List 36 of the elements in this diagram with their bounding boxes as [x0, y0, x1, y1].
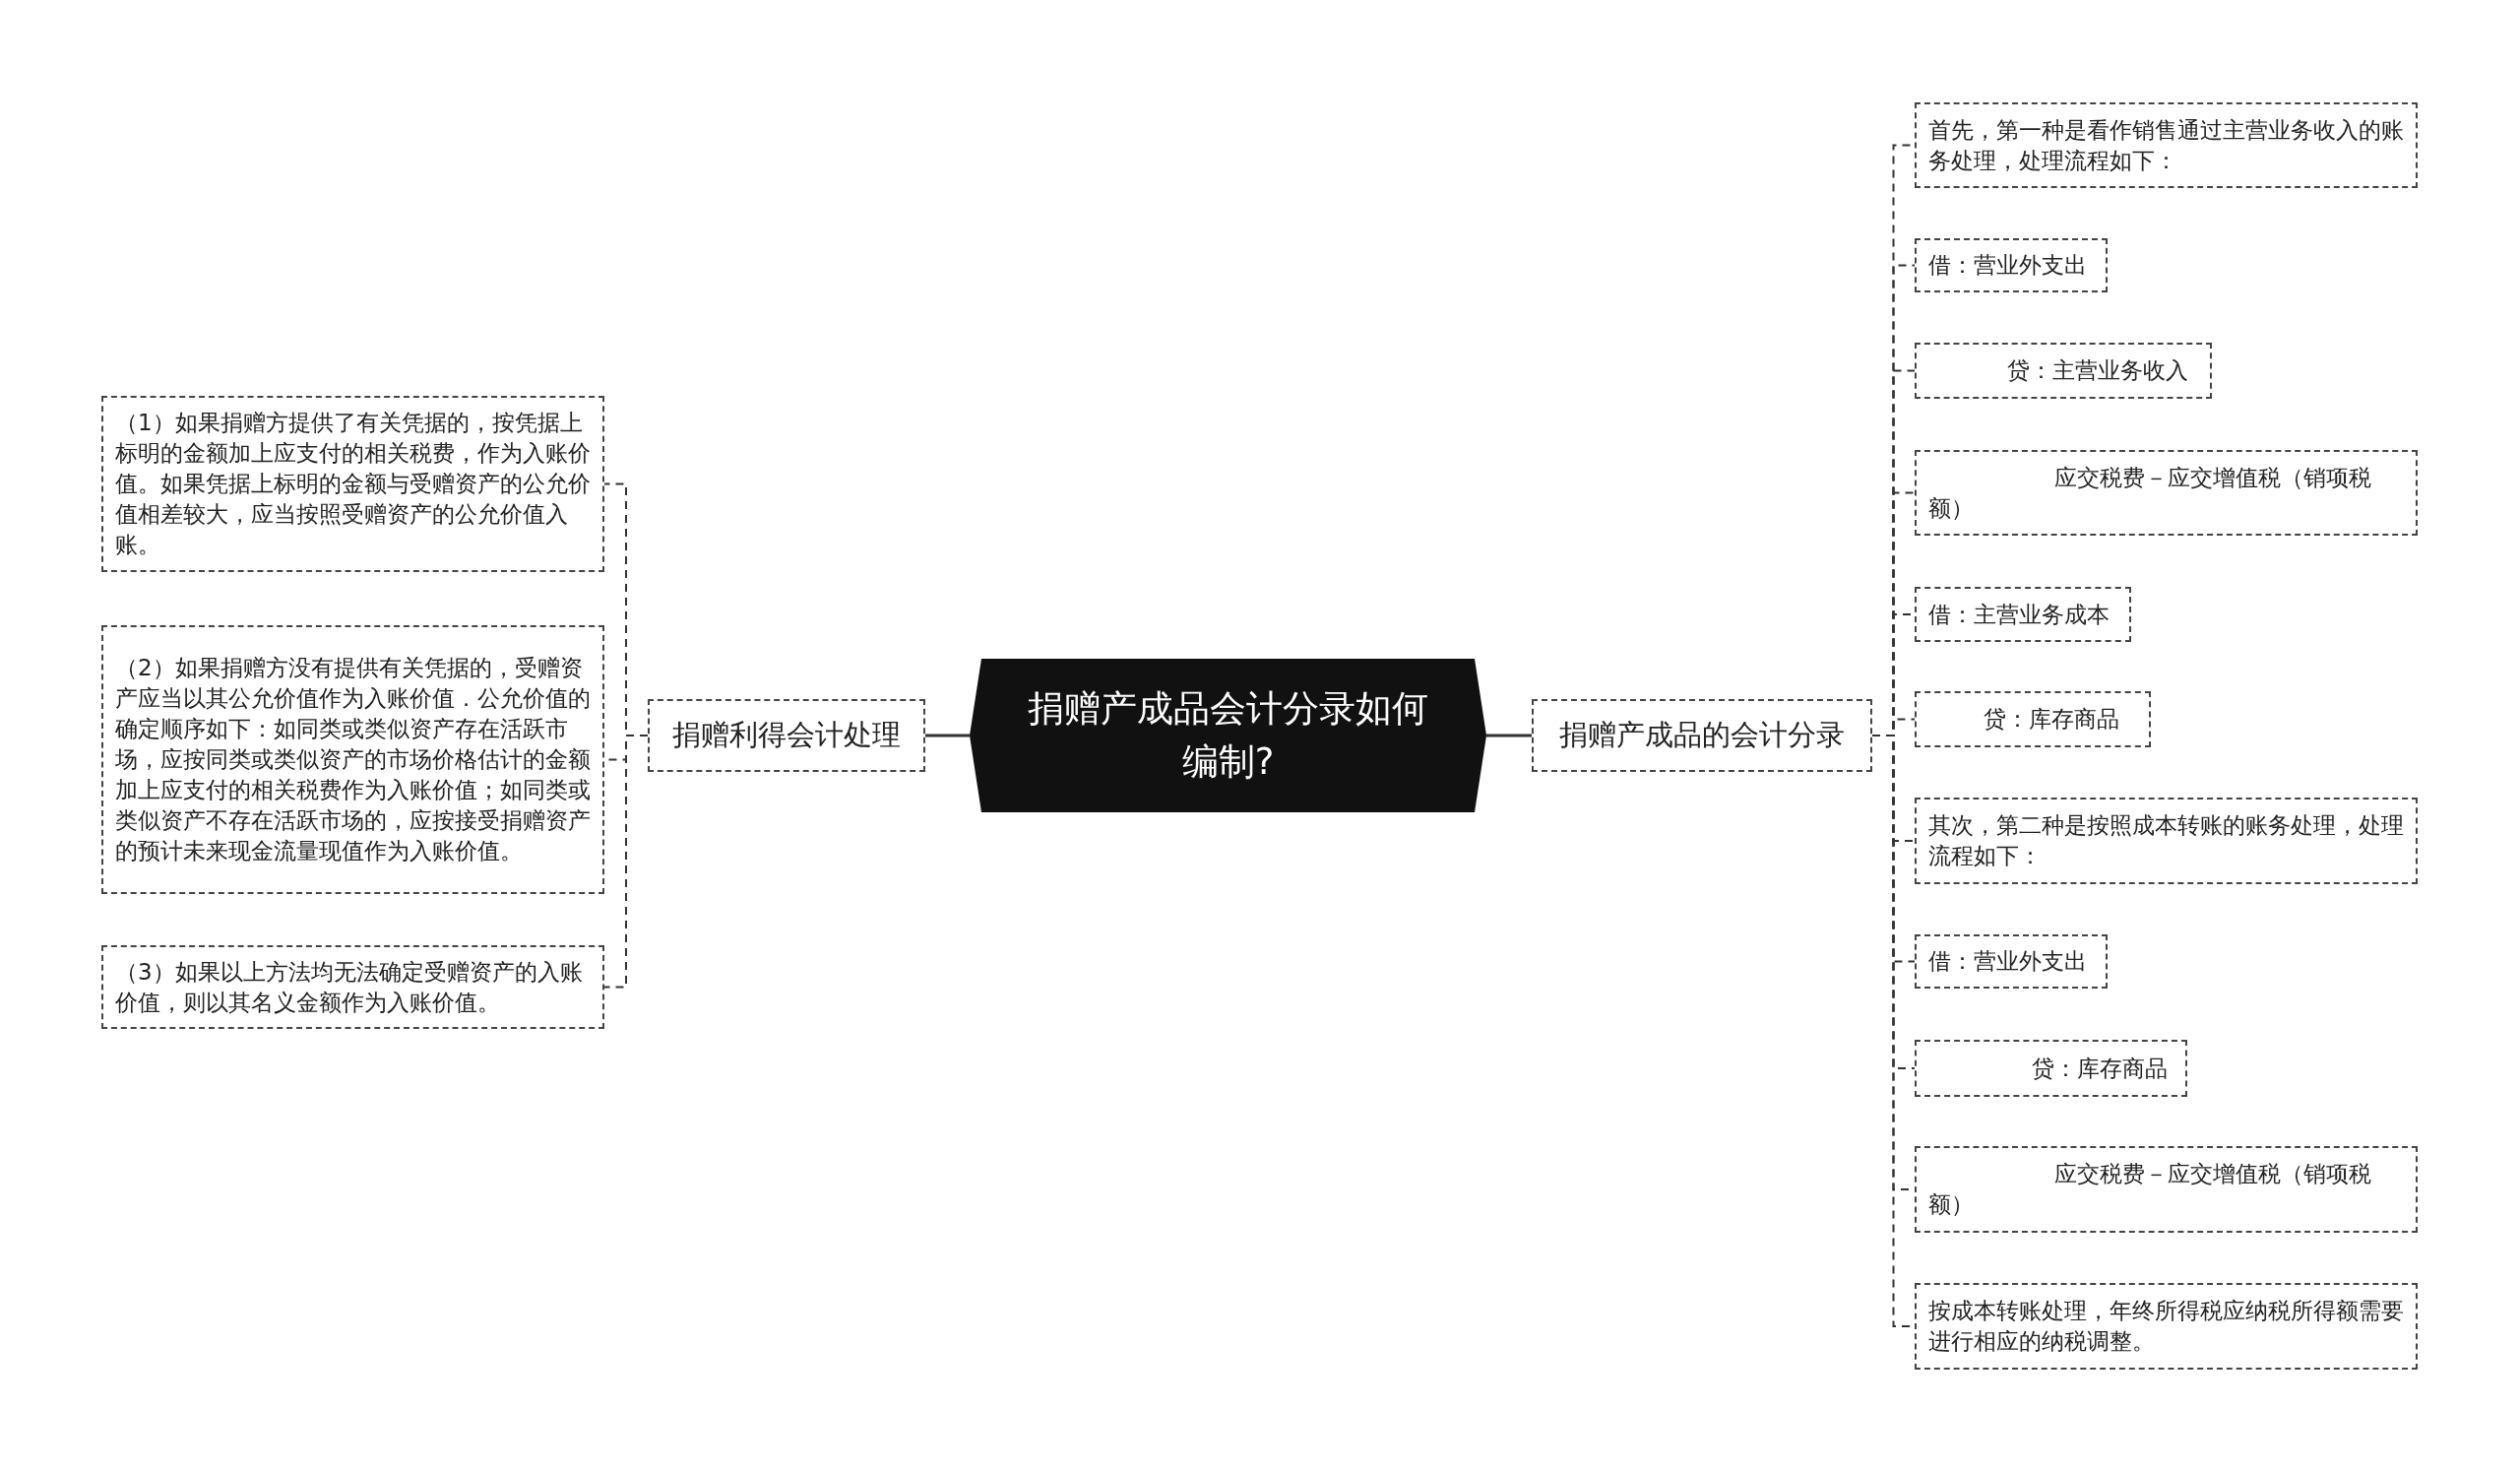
note-box	[1915, 691, 2151, 747]
note-text: （3）如果以上方法均无法确定受赠资产的入账价值，则以其名义金额作为入账价值。	[115, 957, 584, 1017]
note-box	[1915, 343, 2212, 399]
note-text: （2）如果捐赠方没有提供有关凭据的，受赠资产应当以其公允价值作为入账价值．公允价值的确定顺序如下：如同类或类似资产存在活跃市场，应按同类或类似资产的市场价格估计的金额加上应支付的相关税费作为入账价值；如同类或类似资产不存在活跃市场的，应按接受捐赠资产的预计未来现金流量现值作为入账价值。	[115, 654, 591, 865]
central-topic-text: 捐赠产成品会计分录如何编制?	[1027, 686, 1429, 785]
note-text: 应交税费－应交增值税（销项税额）	[1928, 1160, 2372, 1219]
note-box	[1915, 587, 2131, 642]
note-text: 首先，第一种是看作销售通过主营业务收入的账务处理，处理流程如下：	[1928, 115, 2404, 175]
note-box	[1915, 798, 2418, 884]
note-box	[101, 945, 604, 1029]
connector-line	[603, 735, 649, 989]
note-text: 贷：库存商品	[1983, 705, 2119, 734]
note-text: 应交税费－应交增值税（销项税额）	[1928, 463, 2372, 523]
note-text: 借：营业外支出	[1928, 251, 2087, 280]
note-text: 借：主营业务成本	[1928, 600, 2110, 629]
topic-box	[1532, 699, 1872, 772]
note-text: 贷：主营业务收入	[2006, 356, 2188, 385]
topic-text: 捐赠产成品的会计分录	[1559, 717, 1845, 753]
note-box	[1915, 450, 2418, 536]
note-box	[101, 396, 604, 572]
note-text: 借：营业外支出	[1928, 947, 2087, 976]
note-text: 贷：库存商品	[2031, 1054, 2168, 1083]
topic-text: 捐赠利得会计处理	[672, 717, 901, 753]
note-text: 其次，第二种是按照成本转账的账务处理，处理流程如下：	[1928, 811, 2404, 870]
topic-box	[648, 699, 925, 772]
note-text: （1）如果捐赠方提供了有关凭据的，按凭据上标明的金额加上应支付的相关税费，作为入账价值。如果凭据上标明的金额与受赠资产的公允价值相差较大，应当按照受赠资产的公允价值入账。	[115, 409, 591, 559]
note-box	[101, 625, 604, 894]
note-box	[1915, 934, 2108, 989]
note-box	[1915, 1283, 2418, 1370]
connector-line	[925, 734, 970, 737]
note-text: 按成本转账处理，年终所得税应纳税所得额需要进行相应的纳税调整。	[1928, 1297, 2404, 1356]
note-box	[1915, 238, 2108, 292]
note-box	[1915, 102, 2418, 188]
note-box	[1915, 1146, 2418, 1233]
connector-line	[1486, 734, 1532, 737]
note-box	[1915, 1040, 2187, 1097]
